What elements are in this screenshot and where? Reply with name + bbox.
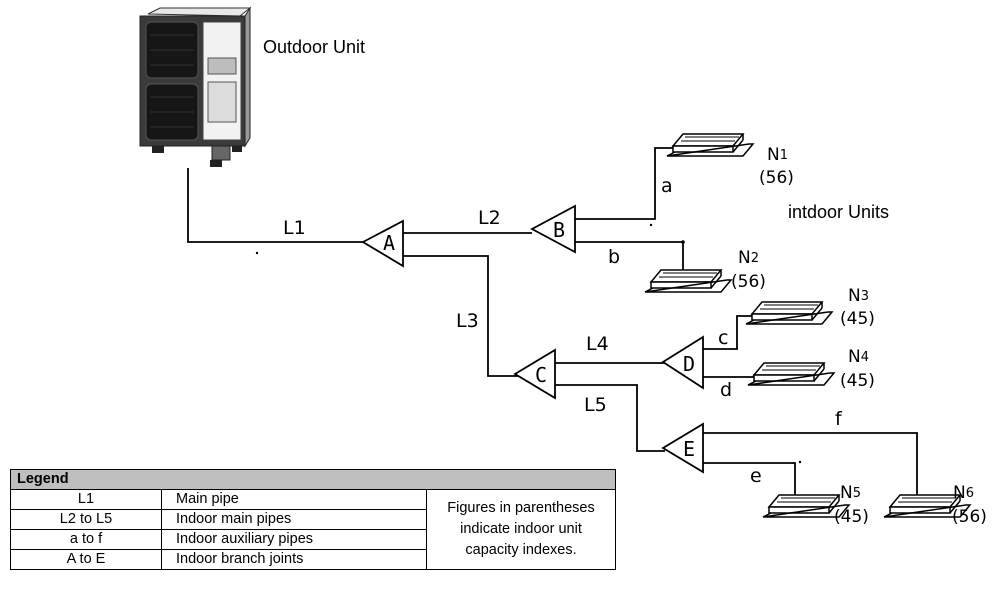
outdoor-unit-illustration (139, 6, 252, 167)
pipe-network (187, 147, 918, 498)
svg-text:(56): (56) (731, 272, 766, 292)
indoor-unit-n4: N4 (45) (747, 347, 875, 391)
legend-row: L1 Main pipe Figures in parentheses indi… (10, 489, 616, 570)
svg-text:A: A (383, 231, 395, 255)
legend-meaning: Main pipe (161, 489, 427, 510)
indoor-unit-n5: N5 (45) (762, 483, 869, 527)
svg-text:(45): (45) (834, 507, 869, 527)
pipe-label-a: a (661, 175, 673, 197)
legend-row: L2 to L5 Indoor main pipes (10, 509, 616, 530)
legend-title: Legend (10, 469, 616, 490)
legend-meaning: Indoor branch joints (161, 549, 427, 570)
indoor-unit-n3: N3 (45) (745, 286, 875, 329)
branch-joint-c: C (513, 348, 556, 400)
branch-joint-d: D (661, 335, 704, 390)
svg-text:(45): (45) (840, 309, 875, 329)
legend-code: a to f (10, 529, 162, 550)
legend-code: A to E (10, 549, 162, 570)
svg-text:N2: N2 (738, 248, 759, 268)
pipe-label-c: c (718, 327, 728, 349)
svg-text:N1: N1 (767, 145, 788, 165)
pipe-label-d: d (720, 379, 732, 401)
branch-joint-a: A (361, 219, 404, 268)
svg-text:E: E (683, 437, 695, 461)
legend-code: L2 to L5 (10, 509, 162, 530)
svg-text:(45): (45) (840, 371, 875, 391)
svg-text:N5: N5 (840, 483, 861, 503)
svg-text:B: B (553, 218, 565, 242)
svg-text:C: C (535, 363, 547, 387)
svg-text:D: D (683, 352, 695, 376)
pipe-label-e: e (750, 465, 762, 487)
legend-meaning: Indoor main pipes (161, 509, 427, 530)
pipe-label-l2: L2 (478, 207, 501, 229)
pipe-label-l4: L4 (586, 333, 609, 355)
indoor-unit-n6: N6 (56) (883, 483, 987, 527)
branch-joint-e: E (661, 422, 704, 474)
indoor-units-label: intdoor Units (788, 202, 889, 222)
branch-joint-b: B (530, 204, 576, 254)
svg-text:(56): (56) (952, 507, 987, 527)
legend-note: Figures in parentheses indicate indoor u… (426, 489, 616, 570)
pipe-label-l5: L5 (584, 394, 607, 416)
pipe-label-l1: L1 (283, 217, 306, 239)
legend-row: A to E Indoor branch joints (10, 549, 616, 570)
indoor-unit-n2: N2 (56) (644, 248, 766, 293)
legend-row: a to f Indoor auxiliary pipes (10, 529, 616, 550)
outdoor-unit-label: Outdoor Unit (263, 37, 365, 57)
legend-table: Legend L1 Main pipe Figures in parenthes… (10, 469, 616, 570)
legend-code: L1 (10, 489, 162, 510)
svg-text:N4: N4 (848, 347, 869, 367)
pipe-label-f: f (835, 408, 843, 430)
svg-text:N6: N6 (953, 483, 974, 503)
legend-meaning: Indoor auxiliary pipes (161, 529, 427, 550)
pipe-label-l3: L3 (456, 310, 479, 332)
svg-text:(56): (56) (759, 168, 794, 188)
svg-text:N3: N3 (848, 286, 869, 306)
indoor-unit-n1: N1 (56) (666, 133, 794, 188)
pipe-label-b: b (608, 246, 620, 268)
